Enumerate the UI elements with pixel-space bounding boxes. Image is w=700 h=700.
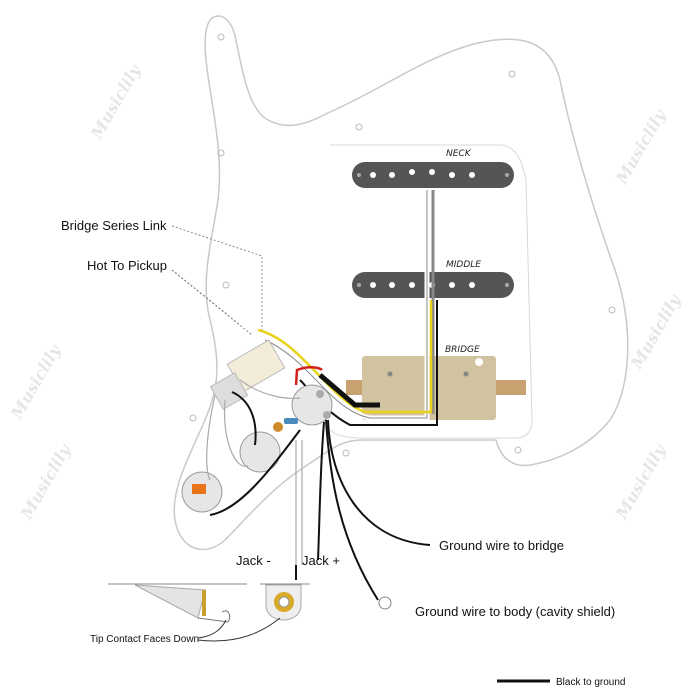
bridge-series-link-label: Bridge Series Link — [61, 218, 167, 233]
watermark: Musiclily — [17, 440, 76, 523]
tone-pot-1 — [239, 431, 281, 473]
treble-bleed-cap — [273, 422, 283, 432]
watermark: Musiclily — [612, 440, 671, 523]
switch-wires — [206, 379, 303, 565]
legend-black-to-ground: Black to ground — [556, 677, 626, 688]
tip-arrows — [197, 617, 281, 642]
watermark: Musiclily — [7, 340, 66, 423]
ground-wires — [209, 391, 431, 601]
ground-to-body-label: Ground wire to body (cavity shield) — [415, 604, 615, 619]
hot-to-pickup-label: Hot To Pickup — [87, 258, 167, 273]
neck-pickup-label: NECK — [446, 149, 472, 159]
screw-holes — [189, 33, 616, 457]
tone-capacitor — [284, 418, 298, 424]
pickup-route-outline — [329, 144, 533, 439]
middle-pickup-label: MIDDLE — [446, 260, 481, 270]
bridge-pickup-label: BRIDGE — [445, 345, 480, 355]
ground-lug — [378, 596, 392, 610]
volume-pot — [291, 384, 333, 426]
tone-pot-2 — [181, 471, 223, 513]
jack-minus-label: Jack - — [236, 553, 271, 568]
jack-front-view — [260, 583, 310, 621]
jack-plus-label: Jack + — [302, 553, 340, 568]
five-way-switch — [209, 339, 286, 410]
callout-lines — [171, 269, 253, 336]
jack-side-view — [108, 583, 247, 623]
callout-line — [171, 225, 263, 330]
watermark: Musiclily — [627, 290, 686, 373]
tip-contact-label: Tip Contact Faces Down — [90, 634, 199, 645]
capacitor — [192, 484, 206, 494]
legend: Black to ground — [497, 677, 626, 688]
watermark: Musiclily — [87, 60, 146, 143]
neck-pickup — [352, 162, 514, 188]
ground-to-bridge-label: Ground wire to bridge — [439, 538, 564, 553]
watermark: Musiclily — [612, 105, 671, 188]
